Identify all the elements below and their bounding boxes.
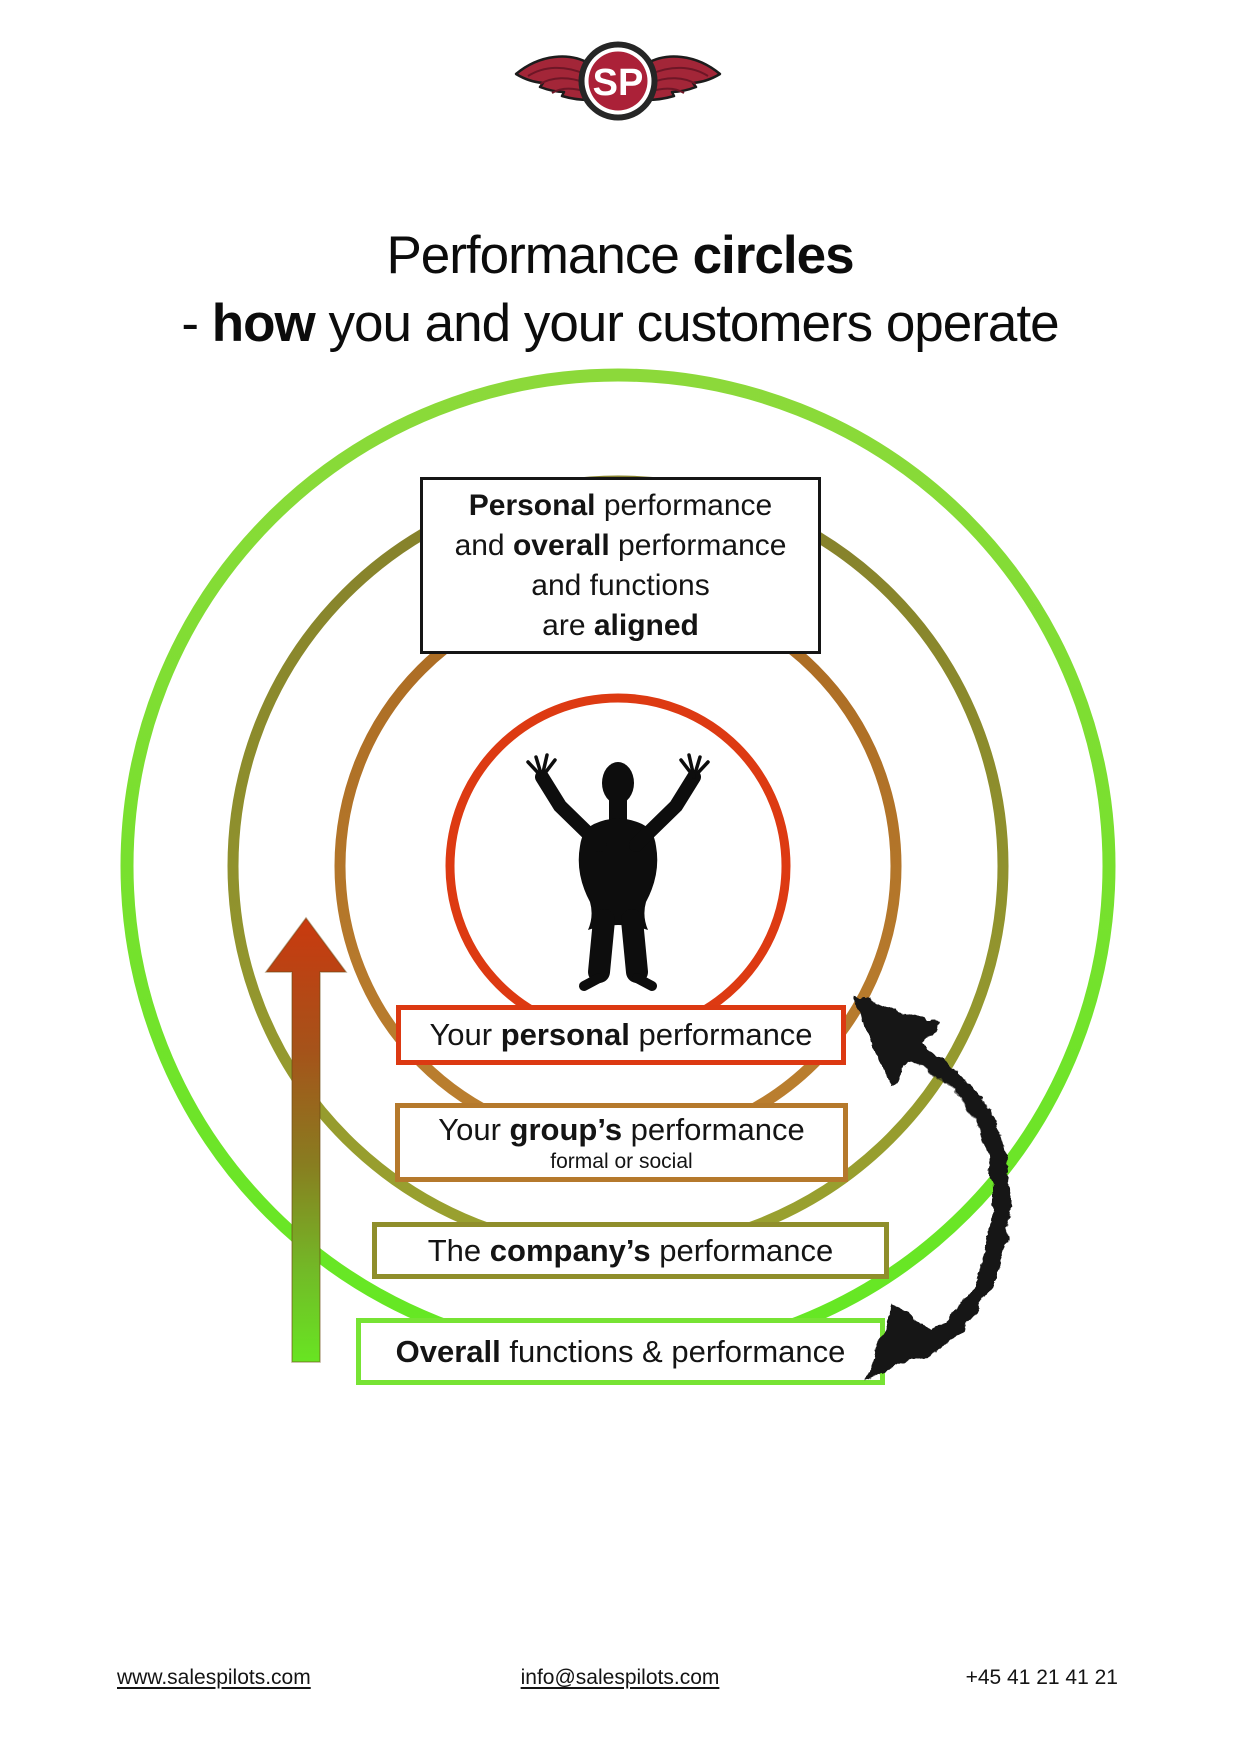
human-figure-icon bbox=[526, 753, 710, 991]
sp-logo: SP bbox=[514, 41, 722, 121]
personal-performance-label: Your personal performance bbox=[396, 1005, 846, 1065]
footer-phone: +45 41 21 41 21 bbox=[965, 1666, 1118, 1689]
group-performance-sublabel: formal or social bbox=[550, 1150, 693, 1173]
logo-monogram: SP bbox=[593, 62, 644, 104]
group-performance-label: Your group’s performance formal or socia… bbox=[395, 1103, 848, 1182]
title-line-2: - how you and your customers operate bbox=[181, 294, 1059, 353]
growth-gradient-arrow-icon bbox=[264, 916, 348, 1363]
page-title: Performance circles - how you and your c… bbox=[0, 222, 1240, 358]
footer-email-link[interactable]: info@salespilots.com bbox=[520, 1666, 720, 1689]
company-performance-label: The company’s performance bbox=[372, 1222, 889, 1279]
footer-website-link[interactable]: www.salespilots.com bbox=[117, 1666, 311, 1689]
title-line-1: Performance circles bbox=[386, 226, 854, 285]
aligned-statement-box: Personal performance and overall perform… bbox=[420, 477, 821, 654]
overall-performance-label: Overall functions & performance bbox=[356, 1318, 885, 1385]
